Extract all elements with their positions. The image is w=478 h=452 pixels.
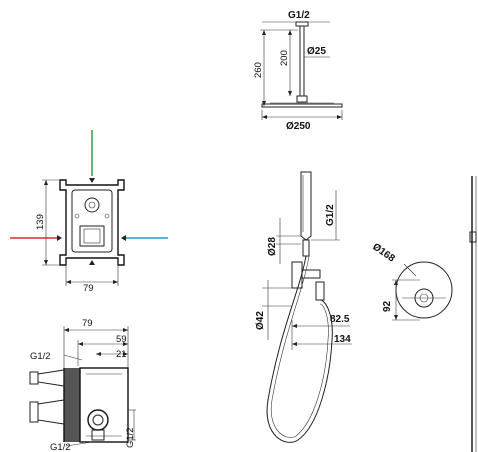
- shower-head-drawing: G1/2 Ø25 200 260 Ø250: [253, 10, 343, 132]
- valve-side-thread-bottom: G1/2: [50, 442, 71, 452]
- shower-head-arm-length: 200: [279, 50, 290, 66]
- shower-head-thread-label: G1/2: [288, 10, 310, 21]
- valve-side-thread-top: G1/2: [30, 351, 51, 362]
- valve-front-height: 139: [35, 214, 46, 230]
- valve-side-thread-right: G1/2: [125, 427, 136, 448]
- valve-side-offset: 21: [116, 349, 127, 360]
- valve-front-drawing: 139 79: [10, 130, 168, 294]
- hand-shower-projection: 82.5: [330, 314, 350, 325]
- shower-head-arm-diameter: Ø25: [307, 46, 326, 57]
- hand-shower-handle-diameter: Ø28: [267, 237, 278, 256]
- valve-side-depth-inner: 59: [116, 334, 127, 345]
- hand-shower-drawing: Ø28 G1/2 Ø42 82.5 134: [255, 171, 352, 443]
- shower-head-total-height: 260: [253, 62, 264, 78]
- rosette-diameter: Ø168: [370, 241, 397, 264]
- valve-side-depth: 79: [82, 318, 93, 329]
- slide-rail-drawing: [469, 176, 477, 452]
- shower-head-diameter: Ø250: [286, 121, 311, 132]
- valve-front-width: 79: [83, 283, 94, 294]
- hand-shower-thread-label: G1/2: [325, 204, 336, 226]
- rosette-drawing: Ø168 92: [370, 241, 453, 321]
- hand-shower-total-length: 134: [334, 334, 351, 345]
- hand-shower-bracket-diameter: Ø42: [255, 311, 266, 330]
- rosette-offset: 92: [382, 300, 393, 312]
- valve-side-drawing: 79 59 21 G1/2 G1/2 G1/2: [29, 318, 136, 452]
